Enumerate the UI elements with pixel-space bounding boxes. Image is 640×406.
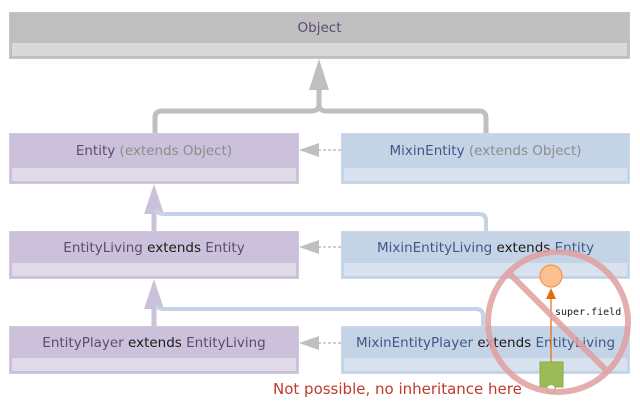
super-field-label: super.field xyxy=(555,307,622,318)
class-name: EntityLiving xyxy=(63,239,143,256)
mixin-line-mixinentityliving xyxy=(154,208,488,231)
class-box-mixinentity[interactable]: MixinEntity (extends Object) xyxy=(341,133,630,184)
class-name: MixinEntityLiving xyxy=(376,239,493,256)
class-body-object xyxy=(12,43,627,56)
class-name: EntityPlayer xyxy=(42,335,124,351)
class-body xyxy=(12,358,296,371)
class-parent: (extends Object) xyxy=(119,143,233,159)
field-circle-icon xyxy=(539,264,563,288)
mixin-apply-arrow-row-0 xyxy=(299,143,341,157)
class-parent: EntityLiving xyxy=(186,335,266,351)
extends-keyword: extends xyxy=(128,335,182,351)
forbidden-sign-icon xyxy=(485,249,631,395)
class-box-entityplayer[interactable]: EntityPlayer extends EntityLiving xyxy=(9,326,299,374)
mixin-line-mixinentityplayer xyxy=(154,303,485,326)
access-arrow xyxy=(546,288,556,364)
arrowhead-entityliving xyxy=(144,279,164,309)
class-body xyxy=(344,168,627,181)
inherit-line-mixinentity-to-object xyxy=(316,103,489,133)
class-name: Entity xyxy=(75,143,116,159)
class-name: MixinEntityPlayer xyxy=(355,335,474,351)
mixin-apply-arrow-row-2 xyxy=(299,336,341,350)
arrowhead-entity xyxy=(144,184,164,214)
mixin-apply-arrow-row-1 xyxy=(299,240,341,254)
warning-text: Not possible, no inheritance here xyxy=(273,380,522,398)
class-name-object: Object xyxy=(297,20,342,36)
class-body xyxy=(12,263,296,276)
class-box-entity[interactable]: Entity (extends Object) xyxy=(9,133,299,184)
class-box-object[interactable]: Object xyxy=(9,12,630,59)
extends-keyword: extends xyxy=(496,239,551,256)
class-parent: Entity xyxy=(205,239,245,256)
arrowhead-object xyxy=(309,59,329,90)
extends-keyword: extends xyxy=(147,239,201,256)
class-body xyxy=(12,168,296,181)
class-name: MixinEntity xyxy=(389,143,465,159)
class-parent: (extends Object) xyxy=(468,143,582,159)
class-box-entityliving[interactable]: EntityLiving extends Entity xyxy=(9,231,299,279)
